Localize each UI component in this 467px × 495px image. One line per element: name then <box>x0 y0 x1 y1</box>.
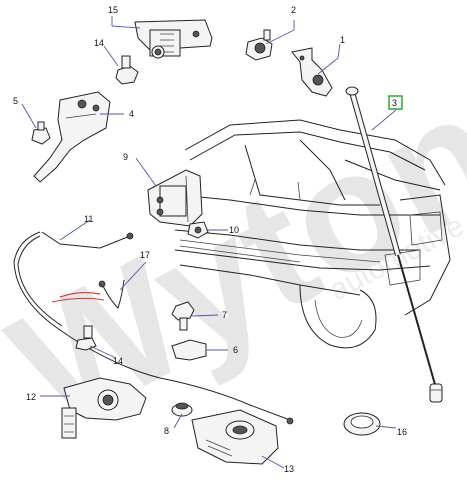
callout-17: 17 <box>140 250 150 260</box>
bolt-2 <box>245 29 273 61</box>
bolt-14-bottom <box>75 325 97 351</box>
callout-2: 2 <box>291 5 296 15</box>
hinge <box>147 169 203 227</box>
grommet-8 <box>171 402 193 417</box>
bolt-14-top <box>115 55 139 85</box>
callout-3: 3 <box>392 98 397 108</box>
lock-mechanism <box>61 377 147 439</box>
gas-strut <box>345 86 443 403</box>
callout-4: 4 <box>129 109 134 119</box>
bonnet-lock <box>134 19 213 59</box>
callout-10: 10 <box>229 225 239 235</box>
callout-12: 12 <box>26 392 36 402</box>
cable-clip <box>171 339 207 361</box>
strut-bracket <box>291 47 333 97</box>
callout-1: 1 <box>340 35 345 45</box>
callout-11: 11 <box>84 214 93 224</box>
callout-9: 9 <box>123 152 128 162</box>
callout-8: 8 <box>164 426 169 436</box>
grommet-16 <box>343 412 381 436</box>
callout-14-bottom: 14 <box>113 356 123 366</box>
bolt-10 <box>187 221 209 239</box>
callout-13: 13 <box>284 464 294 474</box>
leader-lines <box>21 16 397 469</box>
callout-14-top: 14 <box>94 38 104 48</box>
callout-6: 6 <box>233 345 238 355</box>
callout-16: 16 <box>397 427 407 437</box>
vehicle-outline <box>174 119 451 349</box>
callout-5: 5 <box>13 96 18 106</box>
latch-plate <box>191 409 279 465</box>
release-cable <box>13 231 294 425</box>
secondary-cable <box>98 279 125 309</box>
bolt-5 <box>31 121 51 145</box>
bolt-7 <box>171 301 195 331</box>
callout-3-highlight-box <box>388 95 403 110</box>
callout-7: 7 <box>222 310 227 320</box>
release-lever <box>33 91 111 183</box>
callout-labels: 1 2 3 4 5 6 7 8 9 10 11 12 13 14 14 15 1… <box>13 5 407 474</box>
callout-15: 15 <box>108 5 118 15</box>
